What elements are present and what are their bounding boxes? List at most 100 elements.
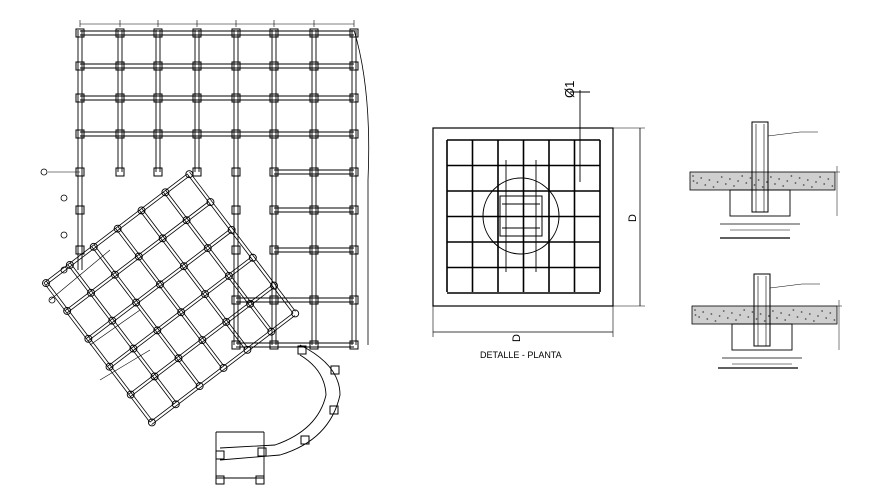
leader <box>767 131 801 137</box>
curved-beam-inner <box>219 354 327 449</box>
diagonal-footing <box>153 326 162 335</box>
concrete-dot <box>790 175 793 177</box>
column-footing <box>349 167 359 177</box>
diagonal-footing <box>89 242 98 251</box>
column-footing <box>349 295 359 305</box>
curved-footing <box>215 450 225 460</box>
concrete-dot <box>815 181 817 183</box>
diagonal-footing <box>137 206 146 215</box>
section-detail <box>689 121 840 231</box>
dimension-side-label: D <box>627 214 639 222</box>
column-footing <box>153 129 163 139</box>
diagonal-footing <box>227 225 236 234</box>
diagonal-footing <box>42 279 50 288</box>
dimension-line <box>89 309 141 346</box>
column-square <box>499 195 543 237</box>
diagonal-beam <box>141 208 249 348</box>
concrete-dot <box>716 181 719 183</box>
concrete-dot <box>798 177 801 179</box>
concrete-dot <box>694 314 697 316</box>
diagonal-footing <box>203 244 212 253</box>
column-footing <box>269 245 279 255</box>
column-footing <box>269 129 279 139</box>
column-footing <box>349 93 359 103</box>
concrete-dot <box>712 186 715 188</box>
diagonal-beam <box>107 257 251 367</box>
concrete-dot <box>745 182 748 184</box>
column-footing <box>309 167 319 177</box>
column-footing <box>231 295 241 305</box>
column-footing <box>349 28 359 38</box>
concrete-dot <box>722 310 725 312</box>
column-footing <box>192 93 202 103</box>
diagonal-beam <box>109 259 253 370</box>
axis-marker <box>60 194 68 202</box>
diagonal-footing <box>222 317 231 326</box>
concrete-dot <box>765 181 768 183</box>
diagonal-beam <box>162 191 270 332</box>
concrete-dot <box>808 313 811 315</box>
concrete-dot <box>710 313 713 315</box>
footing-detail-plan: Ø1 D D DETALLE - PLANTA <box>432 81 645 360</box>
diagonal-footing <box>129 344 138 353</box>
diagonal-footing <box>108 316 117 325</box>
column-footing <box>309 295 319 305</box>
column-circle <box>482 177 560 255</box>
column-footing <box>115 61 125 71</box>
curved-footing <box>330 365 340 375</box>
diagonal-beam <box>87 231 232 342</box>
column-footing <box>349 205 359 215</box>
concrete-dot <box>720 176 723 178</box>
concrete-dot <box>782 185 785 187</box>
column-footing <box>309 129 319 139</box>
curved-footing <box>257 447 267 457</box>
column-footing <box>309 28 319 38</box>
column-footing <box>153 28 163 38</box>
right-boundary <box>353 29 370 345</box>
diagonal-footing <box>195 382 204 391</box>
diagonal-footing <box>201 290 210 299</box>
diagonal-beam <box>45 280 153 421</box>
concrete-dot <box>747 316 750 318</box>
concrete-dot <box>761 186 764 188</box>
diagonal-beam <box>91 246 198 387</box>
axis-marker <box>60 266 68 274</box>
concrete-dot <box>786 180 789 182</box>
diagonal-beam <box>117 226 225 367</box>
concrete-dot <box>780 312 782 314</box>
column-footing <box>75 28 85 38</box>
column-footing <box>269 295 279 305</box>
column-footing <box>192 167 202 177</box>
concrete-dot <box>692 180 695 182</box>
diagonal-footing <box>174 354 183 363</box>
concrete-dot <box>792 309 795 311</box>
concrete-dot <box>726 317 729 319</box>
concrete-dot <box>737 180 739 182</box>
column-footing <box>269 61 279 71</box>
concrete-dot <box>729 178 731 180</box>
concrete-dot <box>811 186 813 188</box>
column-footing <box>75 129 85 139</box>
diagonal-footing <box>87 288 96 297</box>
diagonal-footing <box>206 198 215 206</box>
axis-marker <box>60 231 68 239</box>
column-footing <box>192 61 202 71</box>
concrete-dot <box>700 177 703 179</box>
axis-marker <box>48 296 56 304</box>
column-footing <box>231 245 241 255</box>
concrete-dot <box>733 185 735 187</box>
curved-footing <box>215 475 225 485</box>
concrete-dot <box>813 320 815 322</box>
concrete-dot <box>796 316 799 318</box>
concrete-dot <box>757 179 760 181</box>
diagonal-beam <box>43 282 151 423</box>
concrete-dot <box>817 315 819 317</box>
concrete-dot <box>694 309 696 311</box>
diagonal-beam <box>43 173 188 284</box>
concrete-dot <box>751 311 754 313</box>
concrete-dot <box>731 312 733 314</box>
column-footing <box>231 205 241 215</box>
concrete-dot <box>833 319 836 321</box>
diagonal-footing <box>113 224 122 233</box>
column-footing <box>115 28 125 38</box>
